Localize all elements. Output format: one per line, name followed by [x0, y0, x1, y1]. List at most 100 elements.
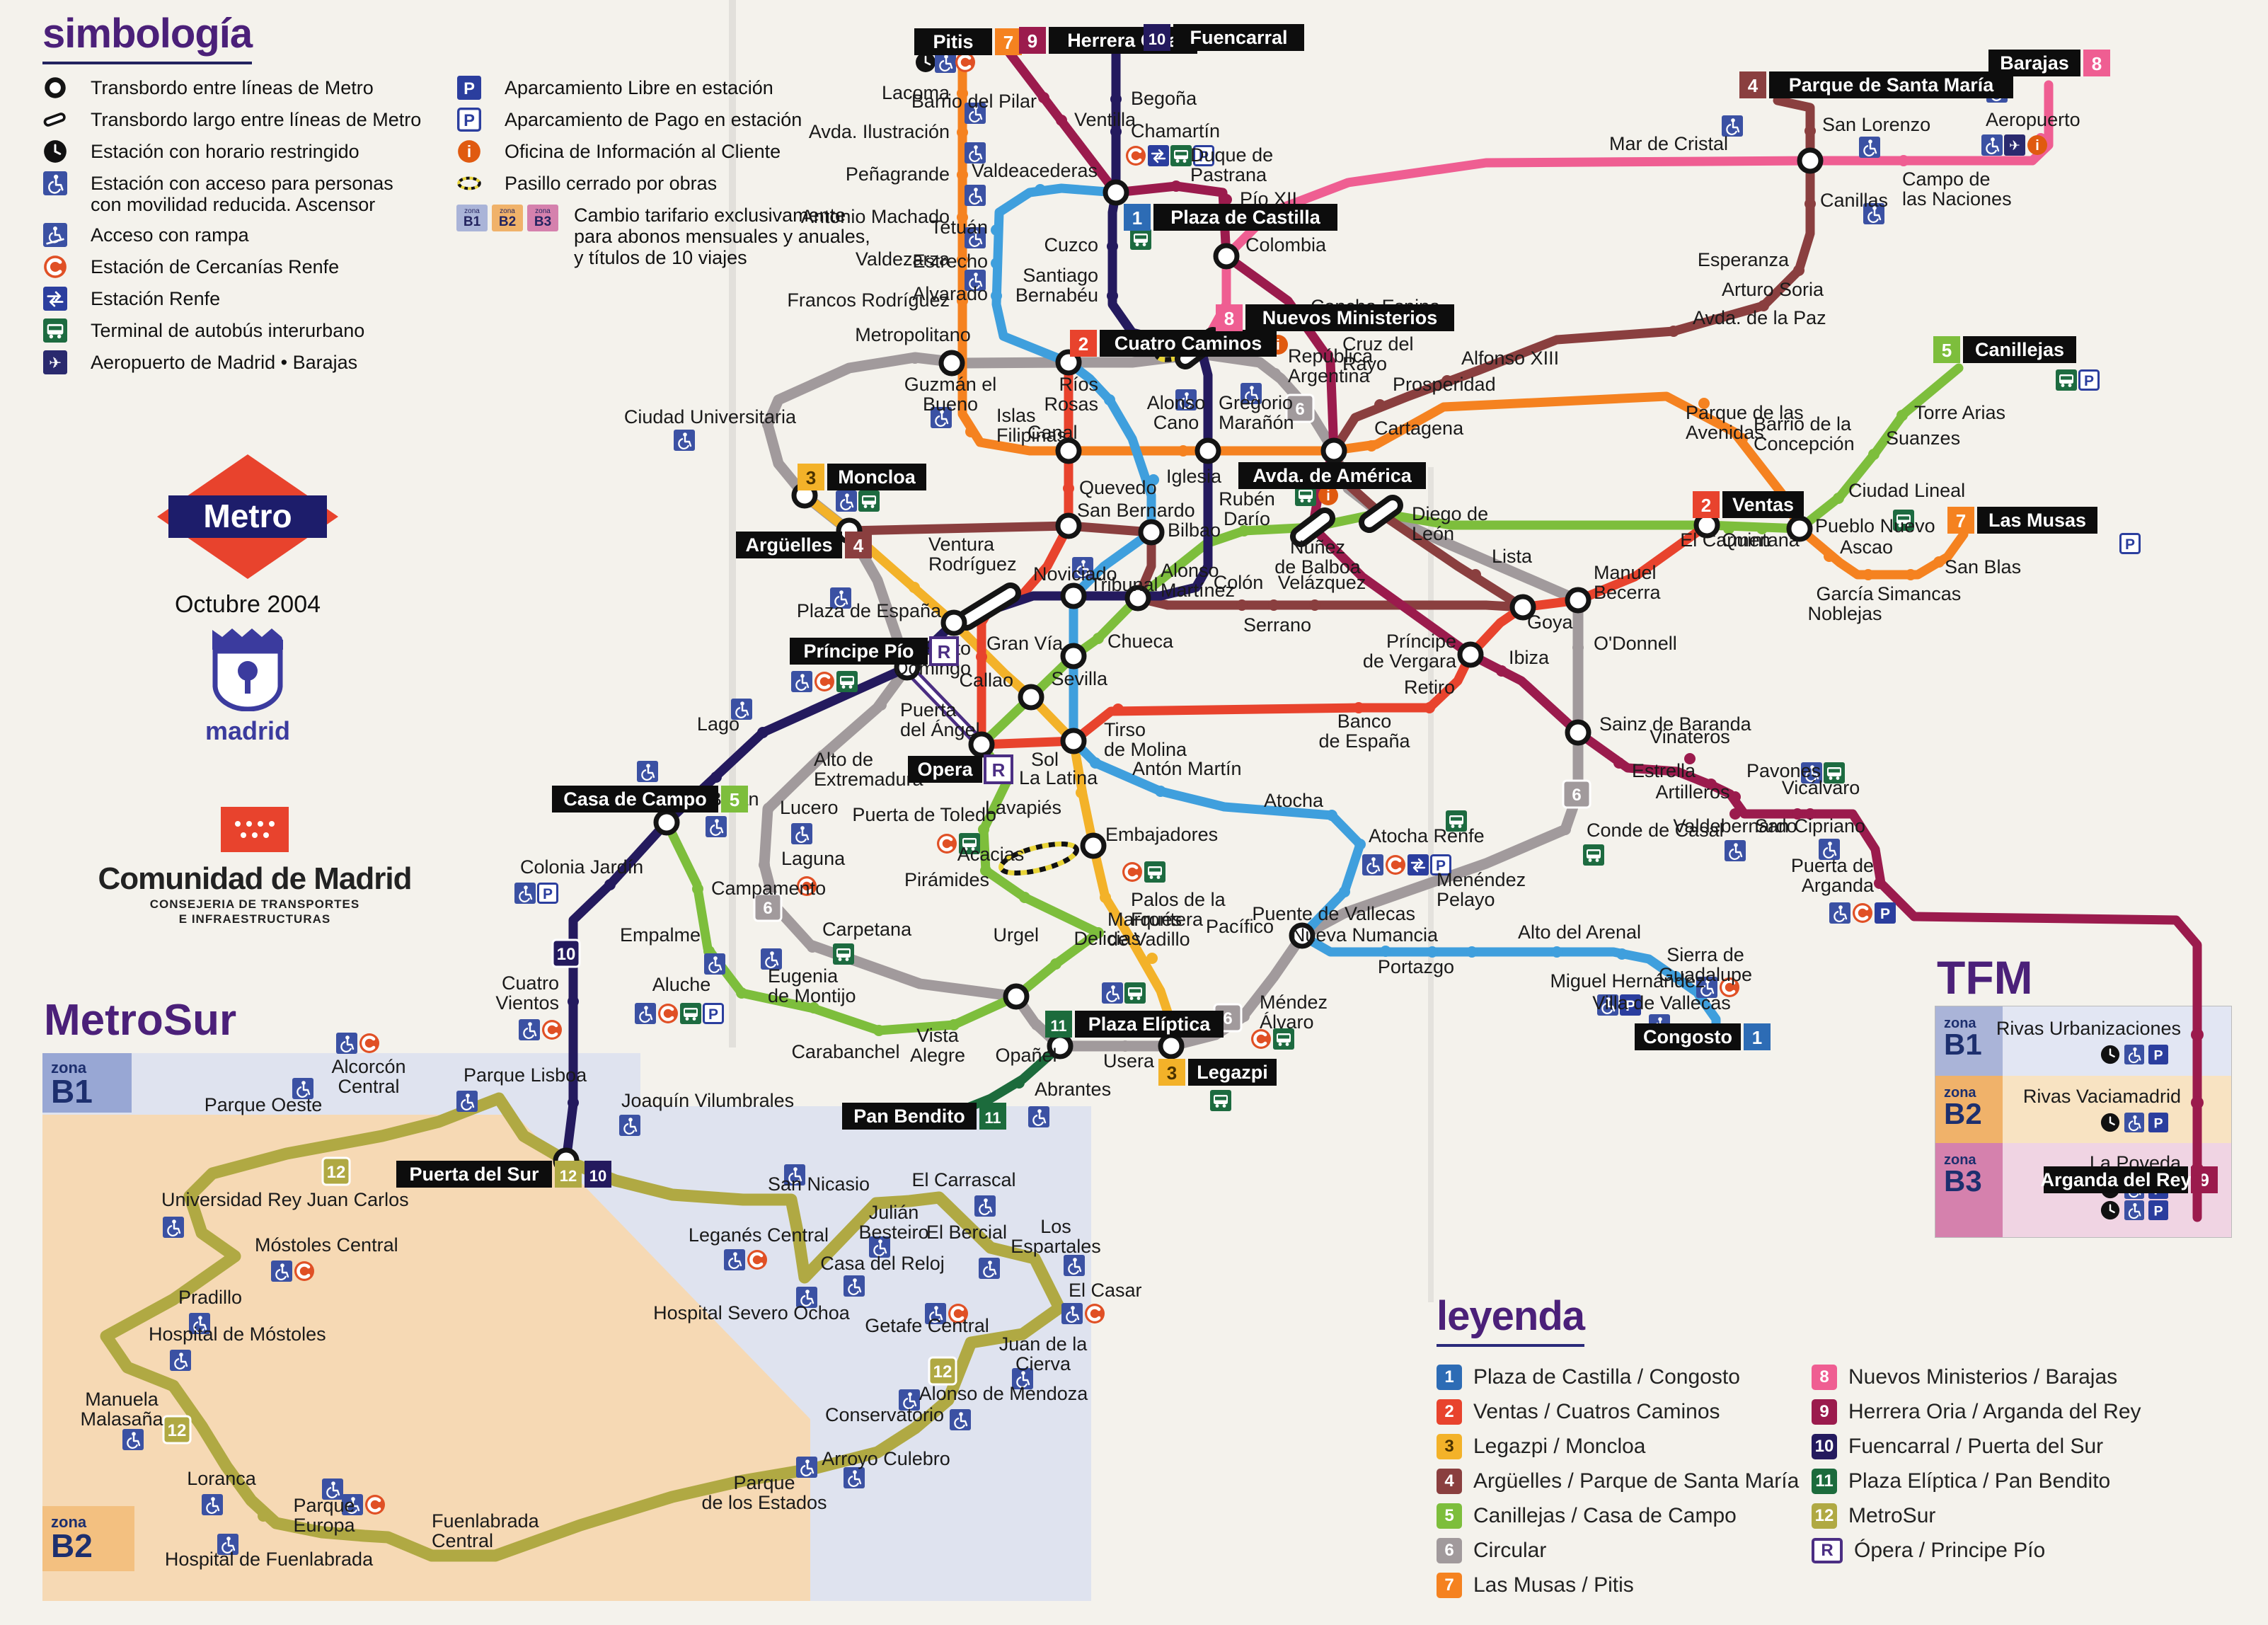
- tfm-terminal-box: [2044, 1166, 2188, 1193]
- metro-line-7: [957, 57, 1969, 580]
- station-label: Lucero: [780, 797, 839, 818]
- svg-text:3: 3: [1167, 1062, 1177, 1084]
- station-label: Retiro: [1404, 677, 1455, 698]
- wheelchair-icon: [1859, 137, 1880, 158]
- info-icon: [458, 140, 480, 163]
- leyenda-item-text: Circular: [1473, 1538, 1547, 1562]
- svg-text:12: 12: [560, 1167, 577, 1185]
- station-dot: [1824, 551, 1835, 562]
- madrid-crest-icon: [212, 628, 283, 712]
- station-dot: [763, 803, 774, 814]
- madrid-crest-block: madrid: [198, 623, 297, 746]
- station-label: Arroyo Culebro: [822, 1448, 950, 1469]
- wheelchair-icon: [1064, 1255, 1085, 1276]
- station-label: Casa del Reloj: [820, 1253, 945, 1274]
- wheelchair-icon: [1981, 134, 2003, 156]
- simbologia-item-text: Estación Renfe: [91, 288, 221, 310]
- station-label: Prosperidad: [1393, 374, 1496, 395]
- station-box: [1049, 27, 1197, 54]
- tfm-zone-id: B2: [1944, 1097, 1982, 1130]
- station-label: San Blas: [1945, 556, 2021, 578]
- station-label: Getafe Central: [865, 1315, 989, 1336]
- station-box: [1722, 491, 1804, 518]
- bus-icon-wrap: [42, 318, 79, 343]
- station-dot: [991, 258, 1002, 269]
- interchange-node: [1565, 719, 1591, 746]
- station-dot: [1729, 808, 1741, 820]
- station-dot: [1551, 946, 1562, 958]
- station-dot: [1424, 702, 1435, 713]
- cercanias-icon: [359, 1033, 379, 1053]
- map-date: Octubre 2004: [174, 591, 321, 618]
- line-badge-1: [1124, 204, 1151, 231]
- dashed-icon-wrap: [456, 173, 493, 195]
- simbologia-item-text: Terminal de autobús interurbano: [91, 320, 365, 342]
- wheelchair-icon: [791, 671, 812, 692]
- station-dot: [957, 212, 968, 223]
- simbologia-item-text: Acceso con rampa: [91, 224, 249, 246]
- wheelchair-icon: [674, 430, 695, 451]
- station-label: Sevilla: [1051, 668, 1108, 689]
- cercanias-icon: [1126, 146, 1146, 166]
- interchange-node: [1320, 437, 1347, 464]
- simbologia-item-text: Estación con horario restringido: [91, 141, 359, 162]
- station-dot: [909, 1423, 921, 1434]
- station-dot: [1670, 971, 1681, 982]
- interchange-node: [1158, 1033, 1185, 1060]
- station-dot: [1221, 194, 1232, 205]
- bus-icon: [833, 943, 854, 965]
- station-box-label: Barajas: [2000, 52, 2069, 74]
- station-label: Simancas: [1877, 583, 1962, 604]
- station-dot: [1833, 493, 1844, 504]
- pfree-icon: [2148, 1113, 2168, 1132]
- line-badge-1: [1744, 1023, 1771, 1050]
- cercanias-icon: [1085, 1304, 1105, 1323]
- station-dot: [1737, 433, 1748, 444]
- bus-icon: [1124, 982, 1146, 1004]
- station-label: Puente de Vallecas: [1252, 903, 1415, 924]
- station-label: San Cipriano: [1755, 815, 1865, 837]
- tfm-station-tick: [2191, 1028, 2204, 1041]
- wheelchair-icon-wrap: [42, 171, 79, 195]
- station-label: Hospital de Móstoles: [149, 1323, 326, 1345]
- simbologia-item-text: Oficina de Información al Cliente: [505, 141, 781, 162]
- station-dot: [807, 941, 818, 953]
- metro-line-10: [561, 30, 1213, 1166]
- svg-text:5: 5: [730, 789, 739, 810]
- tfm-zone-cell: [1935, 1076, 2003, 1143]
- leyenda-item-text: MetroSur: [1848, 1503, 1936, 1527]
- svg-text:8: 8: [2092, 53, 2102, 74]
- station-box: [1100, 330, 1277, 357]
- station-dot: [1572, 642, 1584, 653]
- station-label: Tribunal: [1090, 574, 1158, 595]
- simbologia-item: Transbordo entre líneas de Metro: [42, 77, 456, 100]
- station-box: [1153, 204, 1337, 231]
- interchange-node: [938, 350, 965, 377]
- line-badge-11: [979, 1103, 1006, 1130]
- station-dot: [604, 879, 616, 890]
- line-badge-10: [585, 1161, 611, 1188]
- interchange-node: [1055, 349, 1082, 376]
- line-badge-2: 2: [1437, 1399, 1462, 1425]
- bus-icon: [1144, 861, 1165, 883]
- cercanias-icon-wrap: [42, 256, 79, 279]
- plane-icon-wrap: [42, 350, 79, 375]
- station-label: Gran Vía: [986, 633, 1064, 654]
- comunidad-sub2: E INFRAESTRUCTURAS: [178, 912, 331, 926]
- station-dot: [980, 865, 991, 876]
- svg-text:9: 9: [2199, 1171, 2209, 1190]
- station-dot: [1804, 125, 1816, 137]
- station-label: Empalme: [620, 924, 701, 946]
- station-label: Pavones: [1746, 760, 1821, 781]
- station-label: Colón: [1214, 572, 1264, 593]
- line-badge-3: 3: [1437, 1433, 1462, 1459]
- station-box-label: Plaza Elíptica: [1088, 1014, 1211, 1035]
